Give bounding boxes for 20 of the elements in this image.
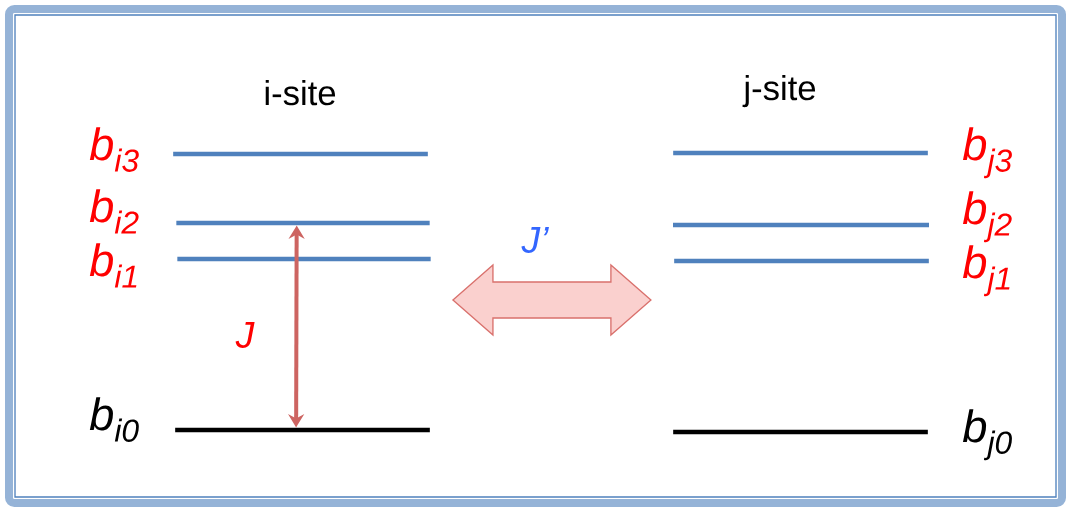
site-label: j-site [742, 74, 816, 108]
edge-label: J [235, 322, 255, 348]
energy-level [673, 222, 929, 228]
edge-label: J’ [521, 227, 549, 253]
energy-level [674, 258, 929, 264]
level-label: b$_{i0}$ [89, 397, 139, 442]
energy-level [175, 427, 430, 433]
energy-level [173, 151, 428, 157]
energy-level [673, 429, 928, 435]
level-label: b$_{j3}$ [962, 127, 1012, 179]
energy-level [177, 256, 431, 262]
level-label: b$_{j0}$ [962, 409, 1012, 461]
level-label: b$_{i3}$ [89, 127, 139, 172]
level-label: b$_{i2}$ [89, 189, 139, 234]
energy-level [673, 150, 928, 156]
level-label: b$_{j1}$ [962, 245, 1010, 297]
site-label: i-site [265, 79, 336, 106]
energy-level [176, 220, 430, 226]
level-label: b$_{i1}$ [89, 243, 137, 288]
level-label: b$_{j2}$ [962, 191, 1012, 243]
